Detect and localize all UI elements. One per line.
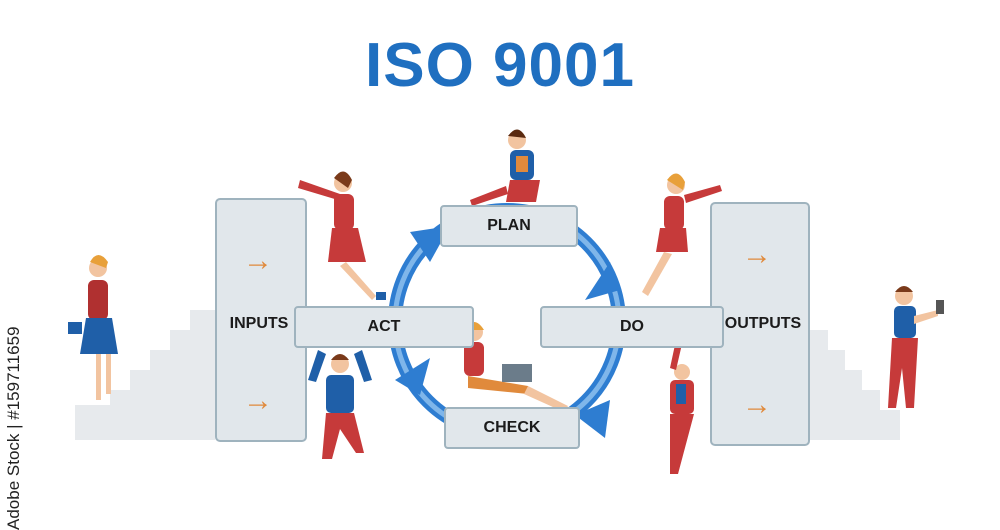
left-stairs — [75, 310, 215, 440]
inputs-column: → → — [215, 198, 307, 442]
inputs-label: INPUTS — [229, 315, 289, 332]
person-woman-with-laptop — [464, 322, 568, 412]
cycle-arrow-head-do — [585, 262, 620, 300]
person-woman-with-bag — [68, 255, 118, 400]
watermark: Adobe Stock | #159711659 — [4, 326, 23, 530]
do-box: DO — [540, 306, 724, 348]
person-woman-pushing-inputs — [298, 171, 386, 300]
person-man-with-phone — [888, 286, 944, 408]
page-title: ISO 9001 — [365, 31, 635, 100]
outputs-label: OUTPUTS — [724, 315, 802, 332]
cycle-arrow-head-act — [395, 358, 430, 395]
person-man-holding-act — [308, 350, 372, 459]
cycle-arrow-head-check — [575, 400, 610, 438]
act-box: ACT — [294, 306, 474, 348]
inputs-arrow-bottom-icon: → — [243, 384, 273, 417]
plan-box: PLAN — [440, 205, 578, 247]
right-stairs — [810, 330, 900, 440]
outputs-arrow-bottom-icon: → — [742, 388, 772, 421]
inputs-arrow-top-icon: → — [243, 244, 273, 277]
outputs-arrow-top-icon: → — [742, 238, 772, 271]
person-woman-pushing-do — [642, 173, 722, 296]
person-man-holding-outputs — [670, 340, 694, 474]
person-man-sitting-on-plan — [470, 129, 540, 206]
check-box: CHECK — [444, 407, 580, 449]
